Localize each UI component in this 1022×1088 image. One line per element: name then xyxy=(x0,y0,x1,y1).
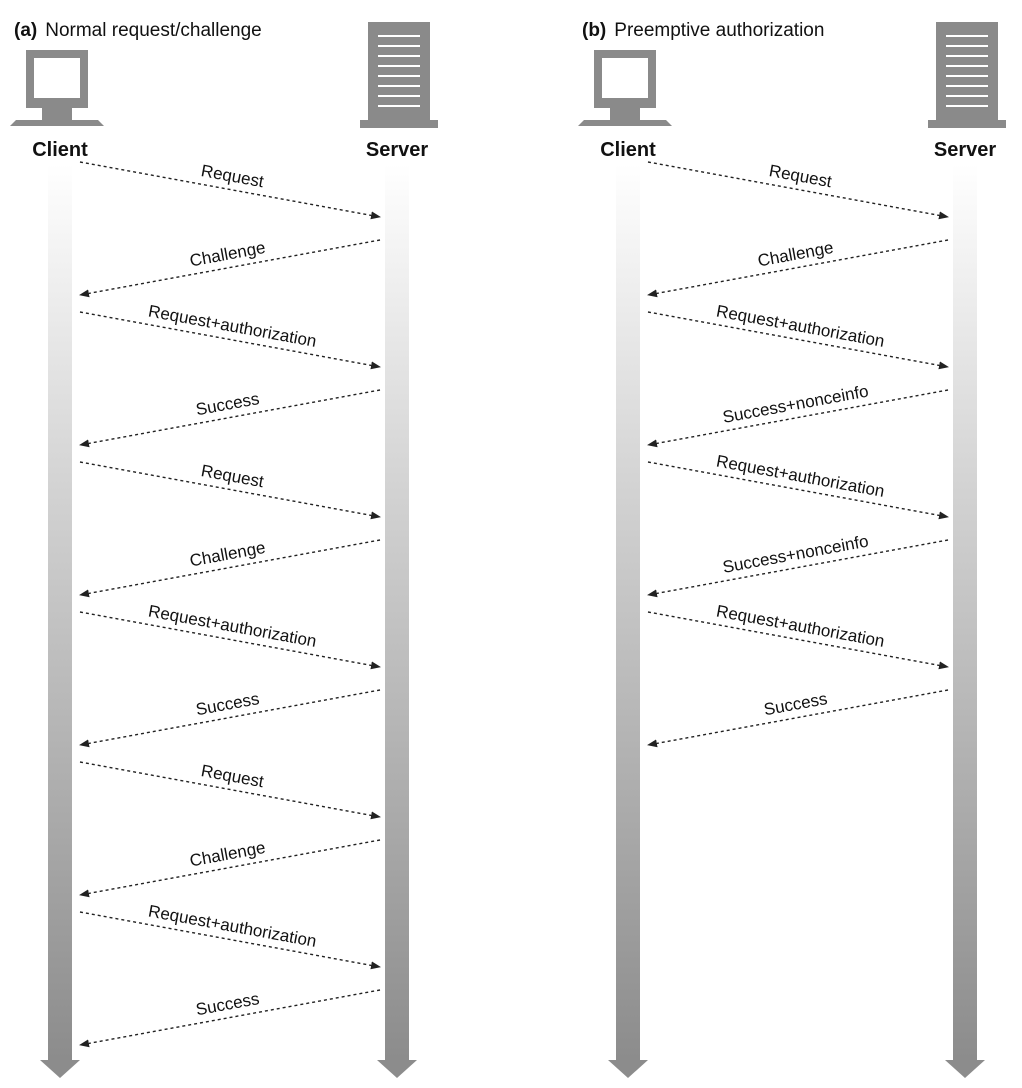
panel-b-messages: RequestChallengeRequest+authorizationSuc… xyxy=(647,161,949,748)
panel-b-server-label: Server xyxy=(934,139,996,161)
panel-a-message-arrow xyxy=(79,389,381,448)
panel-a-message-label: Request xyxy=(200,161,266,191)
panel-a-title: (a) Normal request/challenge xyxy=(14,20,262,41)
panel-a-message-label: Success xyxy=(194,389,261,419)
panel-a-letter: (a) xyxy=(14,20,37,41)
panel-b-message-arrow xyxy=(647,539,949,598)
panel-b-message-arrow xyxy=(647,461,949,520)
panel-b-client-lifeline xyxy=(608,164,648,1078)
panel-a-message-label: Challenge xyxy=(188,838,267,870)
panel-a-message-label: Request+authorization xyxy=(147,901,318,950)
panel-a-client-label: Client xyxy=(32,139,88,161)
panel-a-message-label: Request xyxy=(200,761,266,791)
panel-b-message-label: Request+authorization xyxy=(715,301,886,350)
panel-a: (a) Normal request/challenge Clien xyxy=(10,20,438,1078)
panel-a-message-arrow xyxy=(79,761,381,820)
panel-b-client-label: Client xyxy=(600,139,656,161)
client-icon xyxy=(10,50,104,126)
panel-b-message-label: Request xyxy=(768,161,834,191)
panel-a-message-arrow xyxy=(79,239,381,298)
panel-a-message-label: Challenge xyxy=(188,238,267,270)
panel-b-message-arrow xyxy=(647,161,949,220)
panel-a-message-label: Success xyxy=(194,989,261,1019)
panel-a-server-lifeline xyxy=(377,164,417,1078)
panel-a-message-label: Request+authorization xyxy=(147,601,318,650)
panel-b-message-label: Request+authorization xyxy=(715,601,886,650)
panel-a-server-label: Server xyxy=(366,139,428,161)
panel-b-message-label: Success+nonceinfo xyxy=(721,382,870,427)
panel-a-messages: RequestChallengeRequest+authorizationSuc… xyxy=(79,161,381,1048)
panel-a-message-arrow xyxy=(79,911,381,970)
panel-b-message-arrow xyxy=(647,689,949,748)
panel-b: (b) Preemptive authorization Clien xyxy=(578,20,1006,1078)
panel-a-message-label: Request+authorization xyxy=(147,301,318,350)
panel-a-message-arrow xyxy=(79,161,381,220)
panel-a-message-label: Request xyxy=(200,461,266,491)
panel-a-client-lifeline xyxy=(40,164,80,1078)
panel-b-title-text: Preemptive authorization xyxy=(614,20,824,41)
panel-b-message-arrow xyxy=(647,311,949,370)
panel-a-message-label: Challenge xyxy=(188,538,267,570)
panel-a-message-arrow xyxy=(79,461,381,520)
panel-a-message-arrow xyxy=(79,611,381,670)
panel-a-title-text: Normal request/challenge xyxy=(45,20,262,41)
panel-a-message-label: Success xyxy=(194,689,261,719)
panel-b-title: (b) Preemptive authorization xyxy=(582,20,824,41)
panel-b-message-arrow xyxy=(647,389,949,448)
panel-b-server-lifeline xyxy=(945,164,985,1078)
panel-a-message-arrow xyxy=(79,311,381,370)
panel-b-message-arrow xyxy=(647,239,949,298)
panel-b-message-arrow xyxy=(647,611,949,670)
client-icon xyxy=(578,50,672,126)
panel-a-message-arrow xyxy=(79,989,381,1048)
panel-a-message-arrow xyxy=(79,539,381,598)
panel-b-letter: (b) xyxy=(582,20,606,41)
server-icon xyxy=(360,22,438,128)
panel-b-message-label: Challenge xyxy=(756,238,835,270)
panel-b-message-label: Request+authorization xyxy=(715,451,886,500)
server-icon xyxy=(928,22,1006,128)
panel-b-message-label: Success+nonceinfo xyxy=(721,532,870,577)
panel-a-message-arrow xyxy=(79,839,381,898)
panel-a-message-arrow xyxy=(79,689,381,748)
panel-b-message-label: Success xyxy=(762,689,829,719)
